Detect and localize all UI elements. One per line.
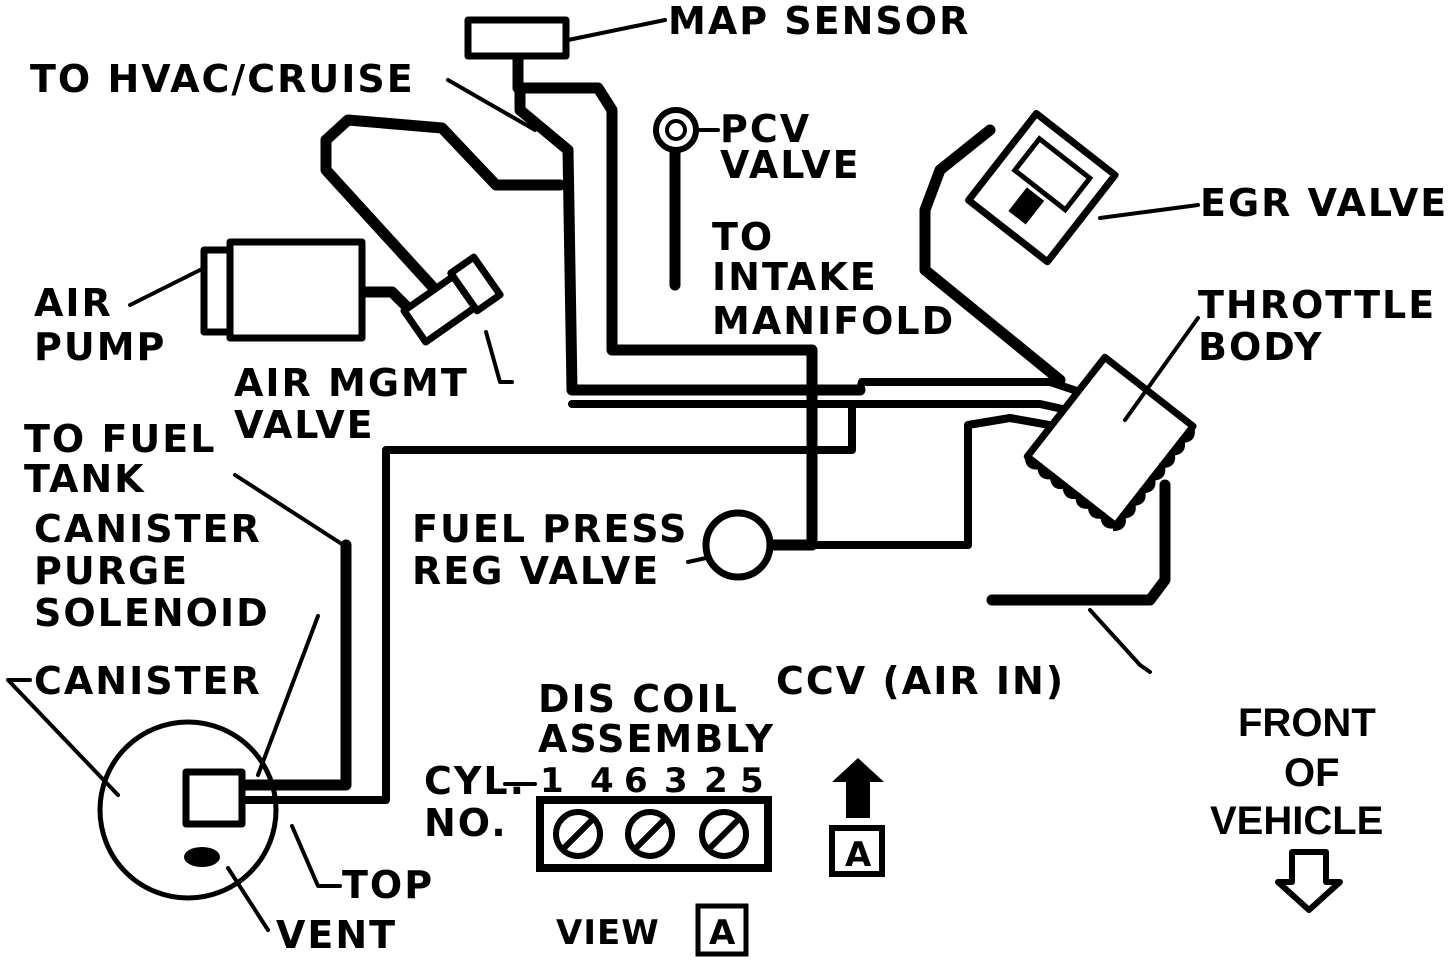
front-label-line-3: VEHICLE — [1210, 799, 1383, 843]
air-mgmt-vacuum-hose — [320, 114, 566, 301]
throttle-body-hose-4 — [964, 414, 1070, 549]
arrow-letter: A — [845, 835, 872, 875]
dis-coil-label-line-2: ASSEMBLY — [538, 717, 775, 761]
coil-terminal-1 — [553, 809, 603, 859]
cyl-no-label-line-1: CYL. — [424, 759, 526, 803]
air-mgmt-valve — [400, 253, 504, 346]
throttle-body-hose-2 — [568, 400, 1080, 416]
throttle-body-label-line-2: BODY — [1198, 325, 1324, 369]
top-label: TOP — [342, 863, 434, 907]
cyl-number-6: 6 — [624, 761, 649, 801]
leader-lines — [6, 18, 1200, 932]
cyl-number-5: 5 — [740, 761, 765, 801]
canister-purge-label-line-1: CANISTER — [34, 507, 262, 551]
dis-coil-assembly — [536, 796, 772, 872]
to-intake-label-line-2: INTAKE — [712, 255, 878, 299]
map-sensor-label: MAP SENSOR — [668, 0, 970, 43]
throttle-body — [1023, 353, 1197, 532]
fuel-press-label-line-1: FUEL PRESS — [412, 507, 688, 551]
map-sensor-hose — [512, 52, 818, 551]
view-a-arrow: A — [829, 758, 885, 877]
egr-hose — [919, 124, 1066, 386]
front-of-vehicle-arrow — [1275, 849, 1343, 913]
to-intake-label-line-1: TO — [712, 215, 774, 259]
canister-label: CANISTER — [34, 659, 262, 703]
canister-purge-label-line-3: SOLENOID — [34, 591, 270, 635]
to-fuel-tank-label-line-1: TO FUEL — [24, 417, 216, 461]
pcv-valve-label-line-1: PCV — [720, 107, 811, 151]
air-pump-label-line-2: PUMP — [34, 325, 166, 369]
to-intake-label-line-3: MANIFOLD — [712, 299, 955, 343]
hoses — [234, 52, 1171, 804]
air-mgmt-label-line-2: VALVE — [234, 403, 375, 447]
pcv-valve — [653, 107, 699, 153]
front-label-line-2: OF — [1284, 751, 1340, 795]
labels: MAP SENSOR TO HVAC/CRUISE PCV VALVE EGR … — [24, 0, 1448, 957]
egr-valve — [965, 110, 1119, 266]
cyl-number-2: 2 — [704, 761, 729, 801]
ccv-label: CCV (AIR IN) — [776, 659, 1065, 703]
cyl-number-3: 3 — [664, 761, 689, 801]
front-label-line-1: FRONT — [1238, 701, 1376, 745]
fuel-press-label-line-2: REG VALVE — [412, 549, 660, 593]
pcv-valve-label-line-2: VALVE — [720, 143, 861, 187]
canister-purge-label-line-2: PURGE — [34, 549, 189, 593]
throttle-body-hose-1 — [856, 378, 1084, 396]
coil-terminal-2 — [625, 809, 675, 859]
view-a-box: A — [695, 903, 749, 957]
to-hvac-cruise-label: TO HVAC/CRUISE — [30, 57, 415, 101]
fuel-press-reg-valve — [702, 509, 774, 581]
cyl-number-1: 1 — [540, 761, 565, 801]
canister — [97, 719, 279, 901]
view-letter: A — [709, 913, 736, 953]
canister-vent — [184, 847, 220, 867]
map-sensor — [464, 16, 570, 60]
coil-terminal-3 — [699, 809, 749, 859]
throttle-body-label-line-1: THROTTLE — [1198, 283, 1436, 327]
air-pump-label-line-1: AIR — [34, 281, 113, 325]
air-mgmt-label-line-1: AIR MGMT — [234, 361, 469, 405]
cyl-no-label-line-2: NO. — [424, 801, 508, 845]
egr-valve-label: EGR VALVE — [1200, 181, 1448, 225]
throttle-body-hose-3 — [236, 400, 856, 804]
ccv-hose — [986, 479, 1171, 606]
dis-coil-label-line-1: DIS COIL — [538, 677, 739, 721]
hvac-cruise-hose — [514, 82, 866, 396]
canister-purge-solenoid — [182, 768, 246, 828]
view-label: VIEW — [556, 913, 660, 953]
cyl-number-4: 4 — [590, 761, 615, 801]
canister-purge-hose — [234, 539, 352, 791]
to-fuel-tank-label-line-2: TANK — [24, 457, 146, 501]
air-pump — [200, 238, 366, 342]
vent-label: VENT — [276, 913, 397, 957]
